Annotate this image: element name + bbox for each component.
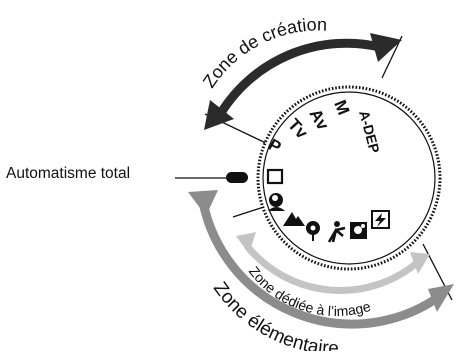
- full-auto-rectangle-icon: [266, 168, 284, 185]
- sports-runner-icon: [327, 221, 346, 243]
- creative-zone-arrow: [204, 33, 402, 130]
- landscape-icon: [283, 212, 305, 226]
- basic-zone-arrow: [188, 190, 454, 329]
- full-auto-label: Automatisme total: [6, 165, 131, 182]
- portrait-icon: [268, 193, 285, 211]
- dial-face: [262, 91, 436, 265]
- flash-off-icon: [371, 210, 390, 229]
- image-zone-arrow: [236, 232, 430, 295]
- mode-m: M: [330, 97, 353, 117]
- full-auto-marker: [226, 172, 248, 183]
- dial-icons: [266, 168, 390, 243]
- mode-dial: [256, 85, 442, 271]
- night-portrait-icon: [350, 222, 367, 239]
- macro-flower-icon: [306, 221, 320, 241]
